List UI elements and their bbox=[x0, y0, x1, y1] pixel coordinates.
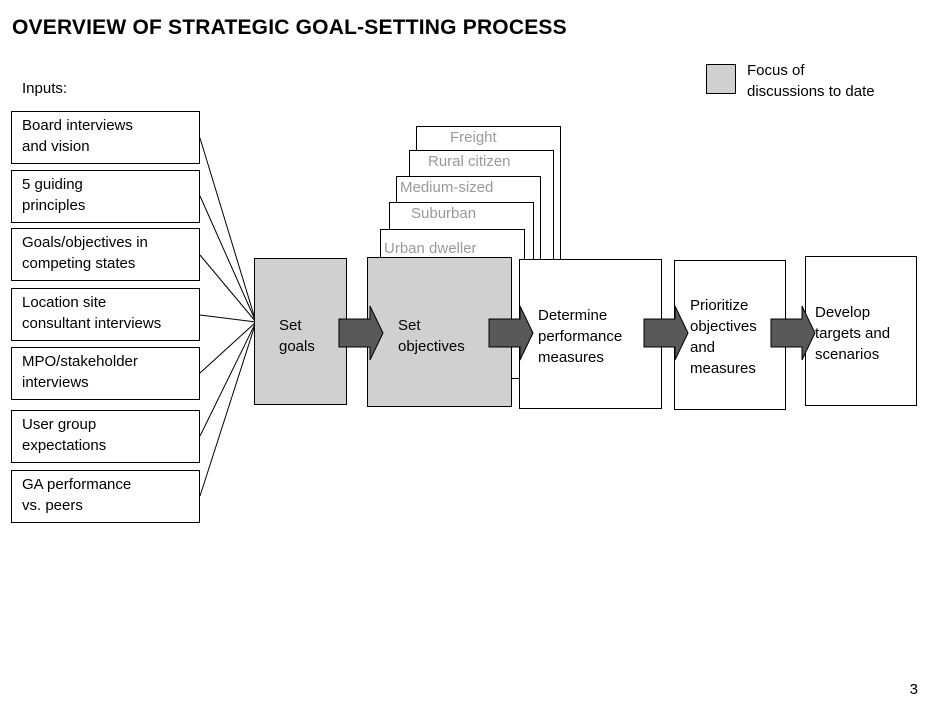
input-mpo-stakeholder: MPO/stakeholder interviews bbox=[11, 347, 200, 400]
step-label-line-3: scenarios bbox=[815, 346, 880, 363]
legend-swatch bbox=[706, 64, 736, 94]
step-label-line-1: Develop bbox=[815, 304, 871, 321]
legend-text-line-2: discussions to date bbox=[747, 83, 875, 100]
input-line-1: Goals/objectives in bbox=[22, 234, 148, 251]
input-board-interviews: Board interviews and vision bbox=[11, 111, 200, 164]
arrow-right-icon bbox=[643, 305, 689, 361]
input-line-1: Board interviews bbox=[22, 117, 133, 134]
input-line-2: interviews bbox=[22, 374, 89, 391]
step-label: Prioritize objectives and measures bbox=[690, 295, 757, 379]
step-label-line-2: objectives bbox=[398, 338, 465, 355]
input-location-site-consultant: Location site consultant interviews bbox=[11, 288, 200, 341]
input-line-2: and vision bbox=[22, 138, 90, 155]
connector-line-7 bbox=[199, 321, 257, 497]
legend-text-line-1: Focus of bbox=[747, 62, 805, 79]
step-label: Determine performance measures bbox=[538, 305, 622, 368]
input-line-2: consultant interviews bbox=[22, 315, 162, 332]
step-prioritize-objectives: Prioritize objectives and measures bbox=[674, 260, 786, 410]
connector-line-6 bbox=[199, 321, 257, 437]
arrow-right-icon bbox=[338, 305, 384, 361]
input-line-2: competing states bbox=[22, 255, 136, 272]
input-user-group: User group expectations bbox=[11, 410, 200, 463]
step-label: Set objectives bbox=[398, 315, 465, 357]
input-line-1: Location site bbox=[22, 294, 107, 311]
page-title: OVERVIEW OF STRATEGIC GOAL-SETTING PROCE… bbox=[12, 16, 567, 39]
input-guiding-principles: 5 guiding principles bbox=[11, 170, 200, 223]
arrow-right-icon bbox=[770, 305, 816, 361]
step-set-objectives: Set objectives bbox=[367, 257, 512, 407]
step-label-line-1: Set bbox=[279, 317, 302, 334]
connector-line-3 bbox=[199, 254, 257, 323]
connector-line-2 bbox=[199, 195, 257, 323]
legend-text: Focus of discussions to date bbox=[747, 60, 927, 102]
step-develop-targets: Develop targets and scenarios bbox=[805, 256, 917, 406]
step-label-line-2: goals bbox=[279, 338, 315, 355]
step-label-line-1: Set bbox=[398, 317, 421, 334]
step-determine-performance-measures: Determine performance measures bbox=[519, 259, 662, 409]
connector-line-5 bbox=[199, 321, 257, 374]
input-line-1: 5 guiding bbox=[22, 176, 83, 193]
input-competing-states: Goals/objectives in competing states bbox=[11, 228, 200, 281]
step-label: Develop targets and scenarios bbox=[815, 302, 890, 365]
input-line-1: User group bbox=[22, 416, 97, 433]
step-label-line-2: objectives bbox=[690, 318, 757, 335]
step-label-line-1: Determine bbox=[538, 307, 608, 324]
arrow-right-icon bbox=[488, 305, 534, 361]
step-label-line-2: performance bbox=[538, 328, 623, 345]
step-label-line-4: measures bbox=[690, 360, 756, 377]
inputs-label: Inputs: bbox=[22, 80, 68, 97]
page-number: 3 bbox=[909, 681, 918, 698]
input-line-1: GA performance bbox=[22, 476, 132, 493]
step-label-line-2: targets and bbox=[815, 325, 891, 342]
step-label: Set goals bbox=[279, 315, 315, 357]
step-set-goals: Set goals bbox=[254, 258, 347, 405]
input-line-1: MPO/stakeholder bbox=[22, 353, 138, 370]
step-label-line-3: and bbox=[690, 339, 716, 356]
input-line-2: expectations bbox=[22, 437, 107, 454]
connector-line-1 bbox=[199, 137, 257, 323]
input-ga-performance: GA performance vs. peers bbox=[11, 470, 200, 523]
step-label-line-1: Prioritize bbox=[690, 297, 749, 314]
input-line-2: principles bbox=[22, 197, 86, 214]
connector-line-4 bbox=[199, 314, 257, 323]
input-line-2: vs. peers bbox=[22, 497, 83, 514]
step-label-line-3: measures bbox=[538, 349, 604, 366]
